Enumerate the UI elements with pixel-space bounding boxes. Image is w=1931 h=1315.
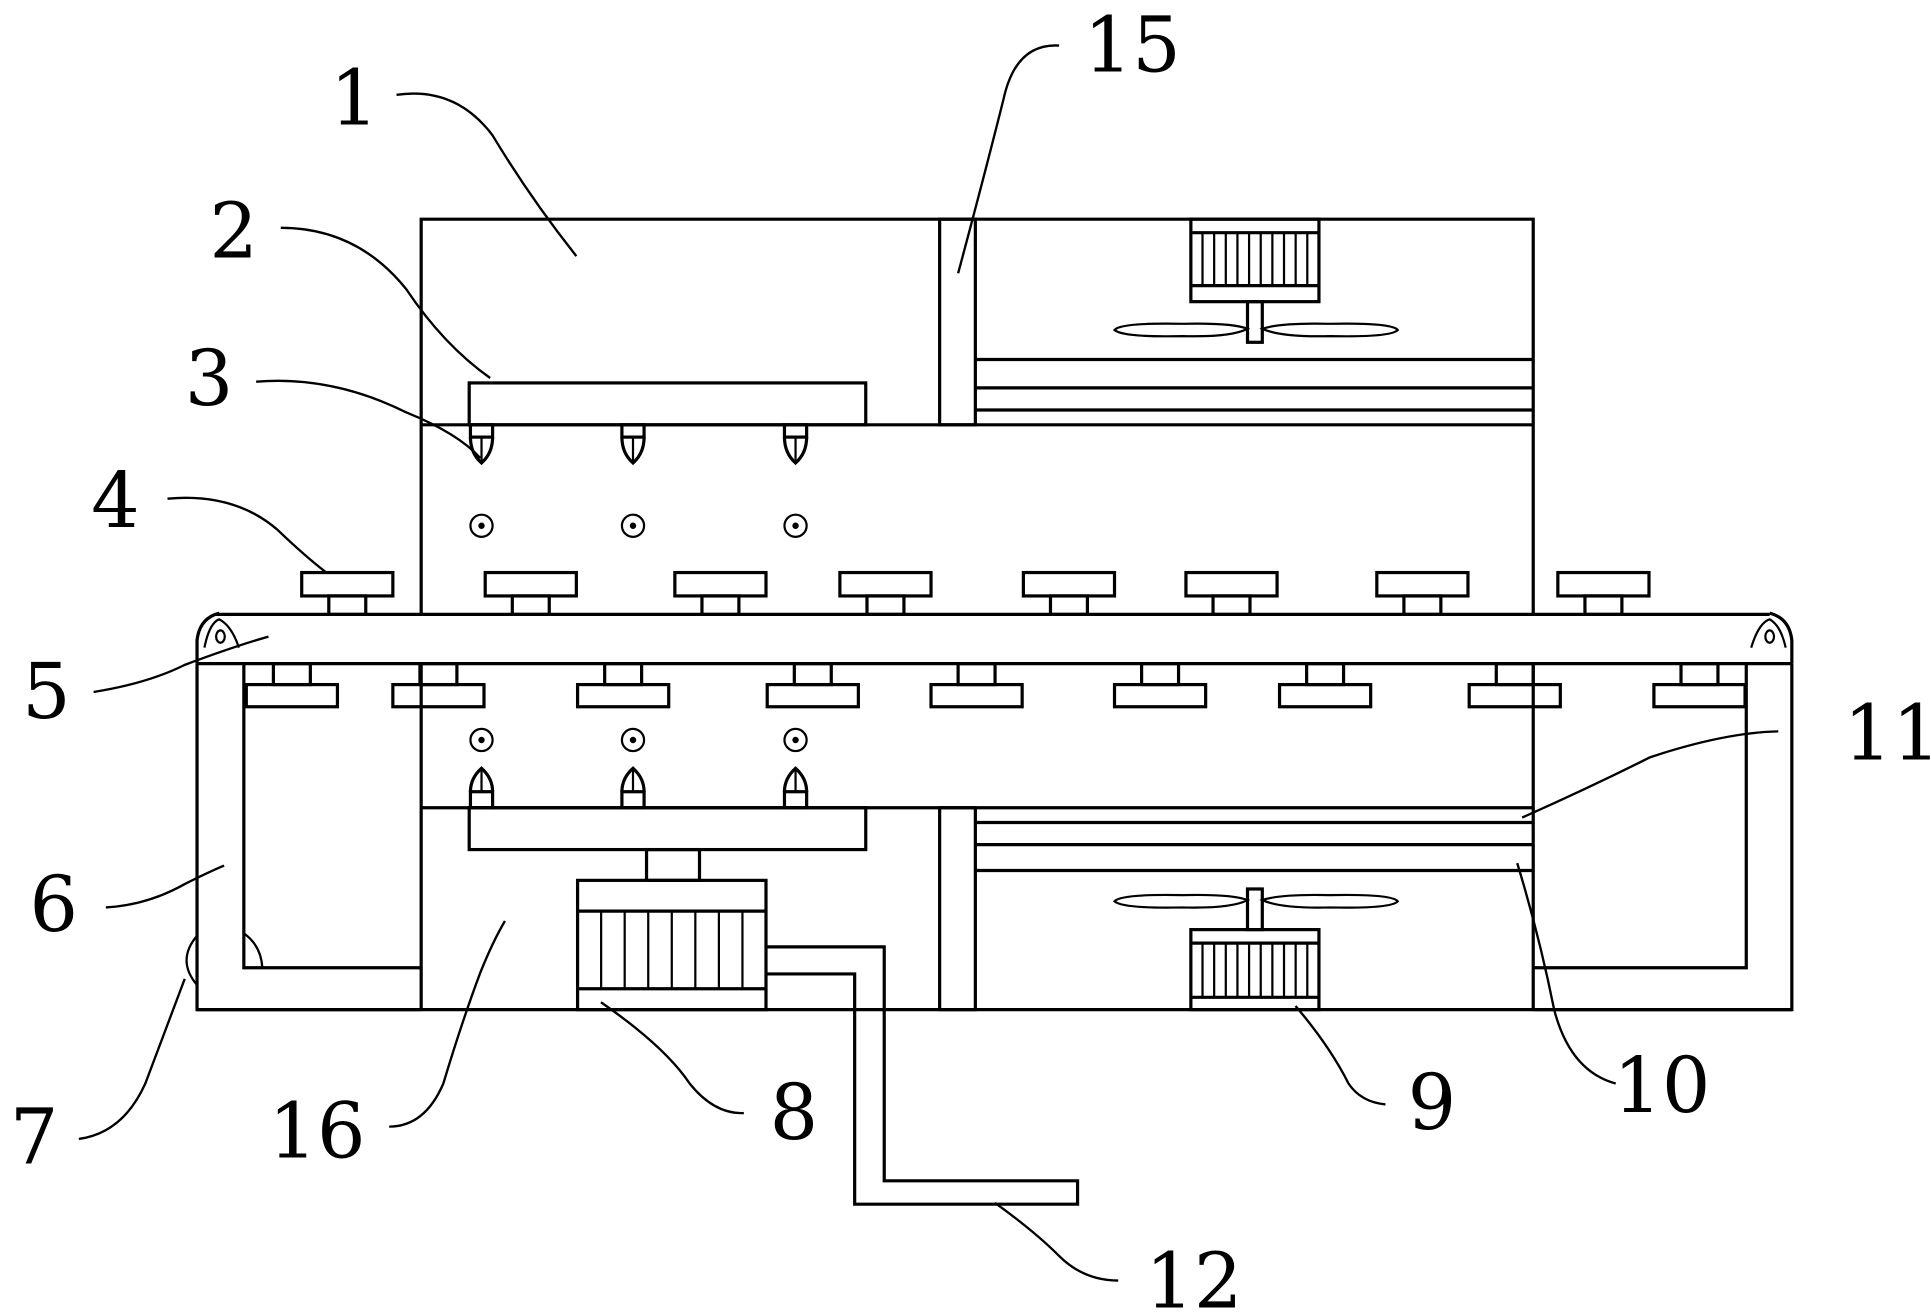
leader-10 xyxy=(1516,862,1617,1085)
fan-blade-right xyxy=(1259,893,1400,909)
label-8: 8 xyxy=(770,1069,819,1158)
workpiece xyxy=(1184,570,1279,617)
label-5: 5 xyxy=(22,648,71,737)
upper-housing xyxy=(419,217,1535,616)
top-workpieces xyxy=(300,570,1651,617)
workpiece xyxy=(1021,570,1117,617)
leader-1 xyxy=(396,92,578,257)
spray-nozzle xyxy=(468,423,495,466)
side-frame-left xyxy=(195,663,422,1012)
spray-nozzle xyxy=(620,423,646,466)
upper-spray-pipe xyxy=(467,381,868,427)
upper-fan xyxy=(1112,217,1400,344)
lower-spray-pipe xyxy=(467,806,868,852)
spray-nozzle xyxy=(468,766,495,810)
lower-nozzles xyxy=(468,766,809,810)
workpiece xyxy=(1467,662,1562,709)
fan-blade-left xyxy=(1112,893,1251,909)
pump xyxy=(575,878,768,1012)
workpiece xyxy=(575,662,671,709)
callout-labels: 1 2 3 4 5 6 7 8 9 10 11 12 15 16 xyxy=(10,1,1931,1315)
motor-stripes xyxy=(1201,943,1309,998)
workpiece xyxy=(929,662,1024,709)
leader-2 xyxy=(280,226,491,379)
label-4: 4 xyxy=(91,457,140,546)
label-10: 10 xyxy=(1613,1042,1710,1131)
label-1: 1 xyxy=(330,54,379,143)
leader-3 xyxy=(256,379,482,459)
leader-8 xyxy=(600,1001,744,1115)
leader-11 xyxy=(1521,730,1779,819)
leader-5 xyxy=(93,635,269,694)
spray-nozzle xyxy=(620,766,646,810)
upper-nozzles xyxy=(468,423,809,466)
spray-nozzle xyxy=(782,423,809,466)
bottom-workpieces xyxy=(244,662,1747,709)
workpiece xyxy=(1277,662,1373,709)
partition-plate-lower xyxy=(938,806,977,1012)
workpiece xyxy=(838,570,933,617)
workpiece xyxy=(765,662,860,709)
workpiece xyxy=(673,570,768,617)
upper-sensors xyxy=(469,513,808,538)
conveyor-belt xyxy=(195,611,1794,666)
belt-roller-right xyxy=(1769,611,1794,664)
leader-6 xyxy=(105,864,225,909)
fan-blade-left xyxy=(1112,322,1251,338)
workpiece xyxy=(391,662,486,709)
label-15: 15 xyxy=(1084,1,1181,90)
leader-16 xyxy=(389,920,506,1128)
label-3: 3 xyxy=(185,335,234,424)
label-6: 6 xyxy=(30,861,79,950)
side-frame-right xyxy=(1533,663,1794,1012)
belt-roller-left xyxy=(195,611,220,664)
pump-stripes xyxy=(600,911,744,989)
leader-9 xyxy=(1294,1005,1386,1106)
workpiece xyxy=(1652,662,1747,709)
support-roller-left xyxy=(185,935,198,986)
workpiece xyxy=(1112,662,1208,709)
label-12: 12 xyxy=(1145,1238,1242,1315)
lower-sensors xyxy=(469,727,808,753)
label-9: 9 xyxy=(1408,1059,1457,1148)
leader-4 xyxy=(167,496,328,574)
label-16: 16 xyxy=(268,1087,365,1176)
leader-7 xyxy=(78,978,186,1141)
outlet-pipe xyxy=(765,945,1080,1206)
sensor-icon xyxy=(783,513,808,538)
workpiece xyxy=(1556,570,1651,617)
leader-15 xyxy=(956,44,1060,274)
spray-nozzle xyxy=(782,766,809,810)
partition-plate-upper xyxy=(938,217,977,427)
workpiece xyxy=(483,570,578,617)
lower-housing xyxy=(197,663,1792,1012)
sensor-icon xyxy=(783,727,808,753)
sensor-icon xyxy=(469,513,494,538)
label-7: 7 xyxy=(10,1094,59,1183)
workpiece xyxy=(300,570,395,617)
label-2: 2 xyxy=(209,187,258,276)
sensor-icon xyxy=(620,727,646,753)
workpiece xyxy=(244,662,340,709)
pump-shaft xyxy=(644,847,702,882)
leader-12 xyxy=(994,1202,1119,1282)
leader-lines xyxy=(78,44,1779,1282)
motor-stripes xyxy=(1201,232,1309,286)
sensor-icon xyxy=(620,513,646,538)
fan-blade-right xyxy=(1259,322,1400,338)
corner-arc xyxy=(243,932,264,968)
lower-fan xyxy=(1112,887,1400,1012)
workpiece xyxy=(1375,570,1470,617)
label-11: 11 xyxy=(1844,690,1931,779)
sensor-icon xyxy=(469,727,494,753)
